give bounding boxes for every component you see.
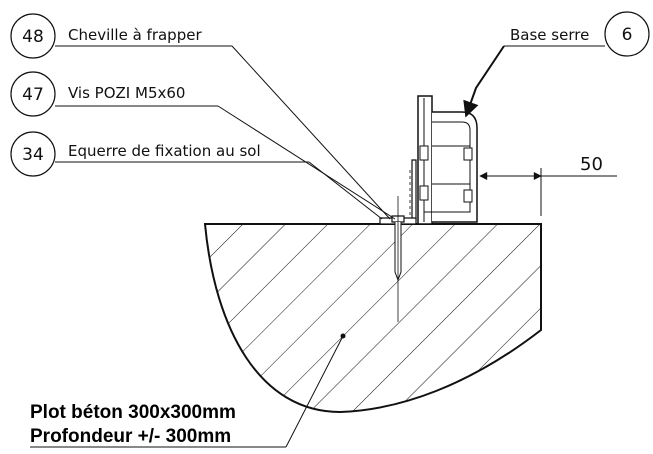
screw-anchor (391, 196, 405, 322)
callout-48: 48 Cheville à frapper (10, 13, 391, 220)
callout-number: 47 (22, 85, 44, 105)
callout-number: 34 (22, 145, 44, 165)
callout-bubble (10, 71, 56, 117)
callout-34: 34 Equerre de fixation au sol (10, 131, 383, 220)
leader-dot (340, 333, 346, 339)
dimension-50: 50 (479, 154, 617, 216)
concrete-note: Plot béton 300x300mm Profondeur +/- 300m… (30, 333, 346, 448)
callout-bubble (10, 131, 56, 177)
dimension-value: 50 (580, 154, 603, 175)
callout-label: Vis POZI M5x60 (68, 84, 185, 102)
note-line-1: Plot béton 300x300mm (30, 402, 236, 423)
callout-label: Base serre (510, 26, 589, 44)
callout-number: 6 (622, 25, 633, 45)
callout-47: 47 Vis POZI M5x60 (10, 71, 396, 220)
greenhouse-base-profile (417, 95, 478, 225)
concrete-block (203, 223, 542, 414)
callout-label: Equerre de fixation au sol (68, 142, 261, 160)
callout-label: Cheville à frapper (68, 26, 202, 44)
callout-6: 6 Base serre (463, 11, 650, 118)
note-line-2: Profondeur +/- 300mm (30, 426, 231, 447)
callout-number: 48 (22, 27, 44, 47)
callout-bubble (10, 13, 56, 59)
callout-bubble (604, 11, 650, 57)
